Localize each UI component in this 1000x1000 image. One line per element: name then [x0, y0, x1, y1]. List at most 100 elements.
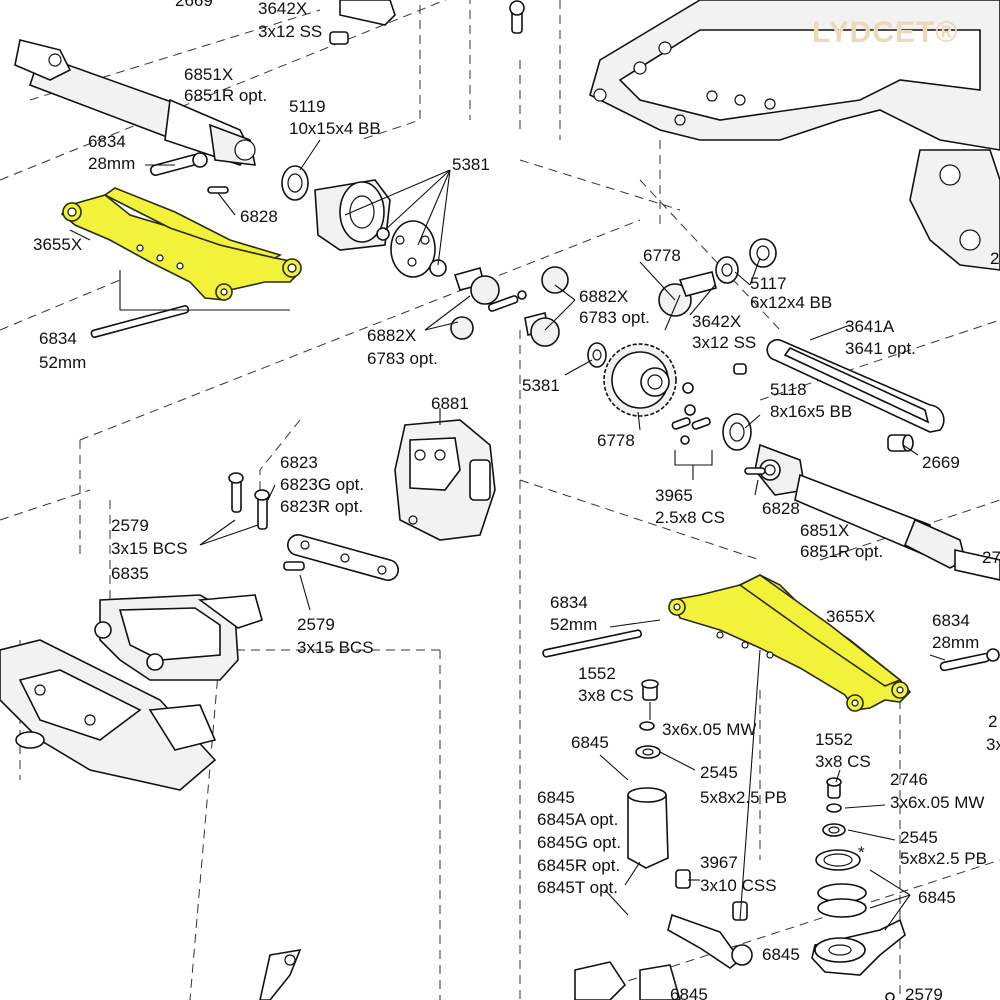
strap-6823: [283, 534, 399, 581]
label-5381-top: 5381: [452, 155, 490, 174]
part-labels: 2669 3642X 3x12 SS 6851X 6851R opt. 5119…: [33, 0, 1000, 1000]
bearing-5119: [281, 165, 309, 201]
label-6834-52-left: 6834: [39, 329, 77, 348]
leader-lines: [69, 139, 946, 931]
label-2579-mid-sub: 3x15 BCS: [297, 638, 374, 657]
label-5118-sub: 8x16x5 BB: [770, 402, 852, 421]
gearbox-housing: [394, 419, 496, 541]
label-6845-list3: 6845G opt.: [537, 833, 621, 852]
label-2545-b: 2545: [900, 828, 938, 847]
pin-52mm-left: [90, 305, 190, 338]
label-6851x-top-sub: 6851R opt.: [184, 86, 267, 105]
label-6835: 6835: [111, 564, 149, 583]
label-5117: 5117: [750, 274, 787, 293]
label-2669-right: 2669: [922, 453, 960, 472]
label-1552-a: 1552: [578, 664, 616, 683]
belt-3641a: [733, 338, 945, 433]
gear-set: [450, 266, 717, 347]
label-3642x-mid: 3642X: [692, 312, 741, 331]
label-6882x-left-sub: 6783 opt.: [367, 349, 438, 368]
label-2-edge: 2: [988, 712, 997, 731]
label-6778-mid: 6778: [597, 431, 635, 450]
label-3965-sub: 2.5x8 CS: [655, 508, 725, 527]
label-6828-top: 6828: [240, 207, 278, 226]
label-6881: 6881: [431, 394, 469, 413]
label-5119-sub: 10x15x4 BB: [289, 119, 381, 138]
drive-shaft-mid: [754, 443, 1000, 581]
label-2579-mid: 2579: [297, 615, 335, 634]
label-5117-sub: 6x12x4 BB: [750, 293, 832, 312]
label-3642x-mid-sub: 3x12 SS: [692, 333, 756, 352]
label-2579-left: 2579: [111, 516, 149, 535]
label-6845-list4: 6845R opt.: [537, 856, 620, 875]
label-3642x-top: 3642X: [258, 0, 307, 18]
label-3967-sub: 3x10 CSS: [700, 876, 777, 895]
label-6828-mid: 6828: [762, 499, 800, 518]
label-2579-left-sub: 3x15 BCS: [111, 539, 188, 558]
label-1552-b-sub: 3x8 CS: [815, 752, 871, 771]
label-6834-28-top: 6834: [88, 132, 126, 151]
label-2746: 2746: [890, 770, 928, 789]
label-2545-a-sub: 5x8x2.5 PB: [700, 788, 787, 807]
bearing-5118: [722, 413, 752, 451]
label-2545-b-sub: 5x8x2.5 PB: [900, 849, 987, 868]
label-3641a-sub: 3641 opt.: [845, 339, 916, 358]
label-6845-list5: 6845T opt.: [537, 878, 618, 897]
label-2746-sub: 3x6x.05 MW: [890, 793, 984, 812]
label-3655x-left: 3655X: [33, 235, 82, 254]
bearing-5381-mid: [587, 342, 607, 368]
label-6882x-left: 6882X: [367, 326, 416, 345]
pins-top: [149, 0, 525, 194]
bearings-5117: [715, 238, 777, 284]
label-6834-52-right: 6834: [550, 593, 588, 612]
differential-case: [314, 179, 447, 278]
label-3655x-right: 3655X: [826, 607, 875, 626]
label-mw-a: 3x6x.05 MW: [662, 720, 756, 739]
bracket-bottom: [259, 948, 302, 1000]
label-3641a: 3641A: [845, 317, 895, 336]
ring-gear: [603, 343, 696, 417]
label-6823: 6823: [280, 453, 318, 472]
label-6845-a: 6845: [571, 733, 609, 752]
chassis-plate: [589, 0, 1000, 151]
label-5381-mid: 5381: [522, 376, 560, 395]
label-6851x-mid: 6851X: [800, 521, 849, 540]
bumper-assembly: [0, 639, 217, 791]
label-1552-b: 1552: [815, 730, 853, 749]
label-3967: 3967: [700, 853, 738, 872]
label-6845-b: 6845: [762, 945, 800, 964]
drive-shaft-top: [14, 39, 257, 166]
suspension-arm-right-highlighted: [668, 574, 912, 712]
label-2579-bottom: 2579: [905, 985, 943, 1000]
label-2669-top-edge: 2669: [990, 249, 1000, 268]
bumper-mount-6835: [94, 594, 263, 681]
label-6851x-top: 6851X: [184, 65, 233, 84]
label-6851x-mid-sub: 6851R opt.: [800, 542, 883, 561]
label-star: *: [858, 843, 865, 862]
label-6834-28-top-sub: 28mm: [88, 154, 135, 173]
label-5119: 5119: [289, 97, 326, 116]
label-2545-a: 2545: [700, 763, 738, 782]
steering-block: [909, 149, 1000, 271]
shock-parts-left: [574, 679, 753, 1000]
label-6834-28-right: 6834: [932, 611, 970, 630]
label-6845-list1: 6845: [537, 788, 575, 807]
label-6834-28-right-sub: 28mm: [932, 633, 979, 652]
suspension-arm-left-highlighted: [60, 187, 302, 301]
label-6823-sub2: 6823R opt.: [280, 497, 363, 516]
pin-28mm-right: [939, 648, 1000, 672]
screw-6828: [744, 467, 766, 475]
label-6778-top: 6778: [643, 246, 681, 265]
label-3642x-top-sub: 3x12 SS: [258, 22, 322, 41]
label-6834-52-left-sub: 52mm: [39, 353, 86, 372]
label-6882x-mid: 6882X: [579, 287, 628, 306]
watermark-logo: LYDCET®: [812, 16, 958, 49]
label-27-edge: 27: [982, 548, 1000, 567]
label-1552-a-sub: 3x8 CS: [578, 686, 634, 705]
label-6845-d: 6845: [918, 888, 956, 907]
pin-52mm-right: [542, 629, 642, 658]
label-6845-list2: 6845A opt.: [537, 810, 618, 829]
pins-2579-left: [228, 472, 270, 530]
